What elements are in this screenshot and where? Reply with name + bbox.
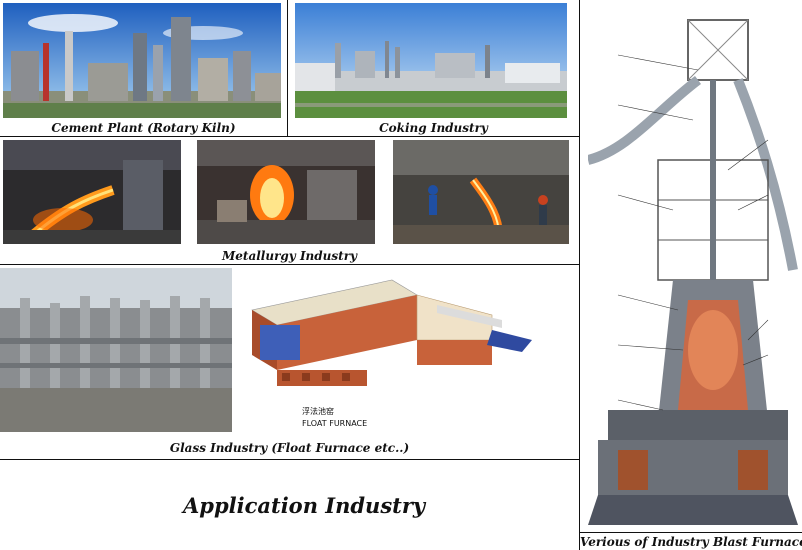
glass-industry-caption: Glass Industry (Float Furnace etc..) [169,441,410,455]
divider-right-column [579,0,580,550]
coking-industry-photo [295,3,567,118]
divider-row1 [0,136,580,137]
metallurgy-photo-2 [197,140,375,244]
float-furnace-label-cn: 浮法池窑 [302,406,334,416]
divider-row2 [0,264,580,265]
divider-row3 [0,459,580,460]
metallurgy-photo-1 [3,140,181,244]
divider-right-bottom [580,532,802,533]
coking-industry-caption: Coking Industry [379,121,488,135]
cement-plant-photo [3,3,281,118]
blast-furnace-illustration [588,10,798,525]
float-furnace-diagram: 浮法池窑 FLOAT FURNACE [242,270,577,432]
metallurgy-photo-3 [393,140,569,244]
blast-furnace-caption: Verious of Industry Blast Furnace [580,535,802,549]
page-title: Application Industry [183,493,426,518]
float-furnace-label-en: FLOAT FURNACE [302,419,367,428]
cement-plant-caption: Cement Plant (Rotary Kiln) [51,121,236,135]
metallurgy-industry-caption: Metallurgy Industry [222,249,357,263]
divider-top-vertical [287,0,288,137]
glass-industry-photo [0,268,232,432]
